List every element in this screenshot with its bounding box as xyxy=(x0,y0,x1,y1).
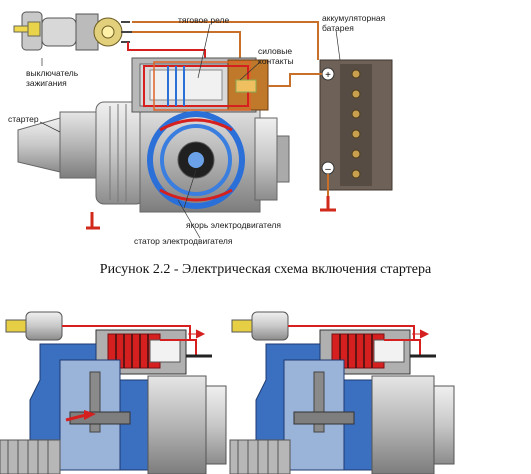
ignition-switch xyxy=(13,11,132,51)
starter-body xyxy=(17,101,290,213)
label-traction-relay: тяговое реле xyxy=(178,15,230,25)
label-motor-armature: якорь электродвигателя xyxy=(186,220,281,230)
leader-lines xyxy=(39,23,341,239)
ground-symbols xyxy=(86,196,336,230)
label-battery: аккумуляторная батарея xyxy=(322,13,386,33)
label-motor-stator: статор электродвигателя xyxy=(134,236,233,246)
label-starter: стартер xyxy=(8,114,39,124)
battery: + – xyxy=(319,59,393,191)
motor-windings xyxy=(147,111,245,209)
label-ignition-switch: выключатель зажигания xyxy=(26,68,79,88)
starter-cutaway-engaged xyxy=(0,311,227,474)
traction-relay xyxy=(131,57,269,113)
svg-text:–: – xyxy=(325,164,331,175)
label-power-contacts: силовые контакты xyxy=(258,46,294,66)
starter-cutaway-disengaged xyxy=(229,311,455,474)
svg-text:+: + xyxy=(325,70,331,81)
control-wires xyxy=(127,21,319,62)
battery-cable xyxy=(268,73,322,87)
figure-caption: Рисунок 2.2 - Электрическая схема включе… xyxy=(99,262,432,277)
